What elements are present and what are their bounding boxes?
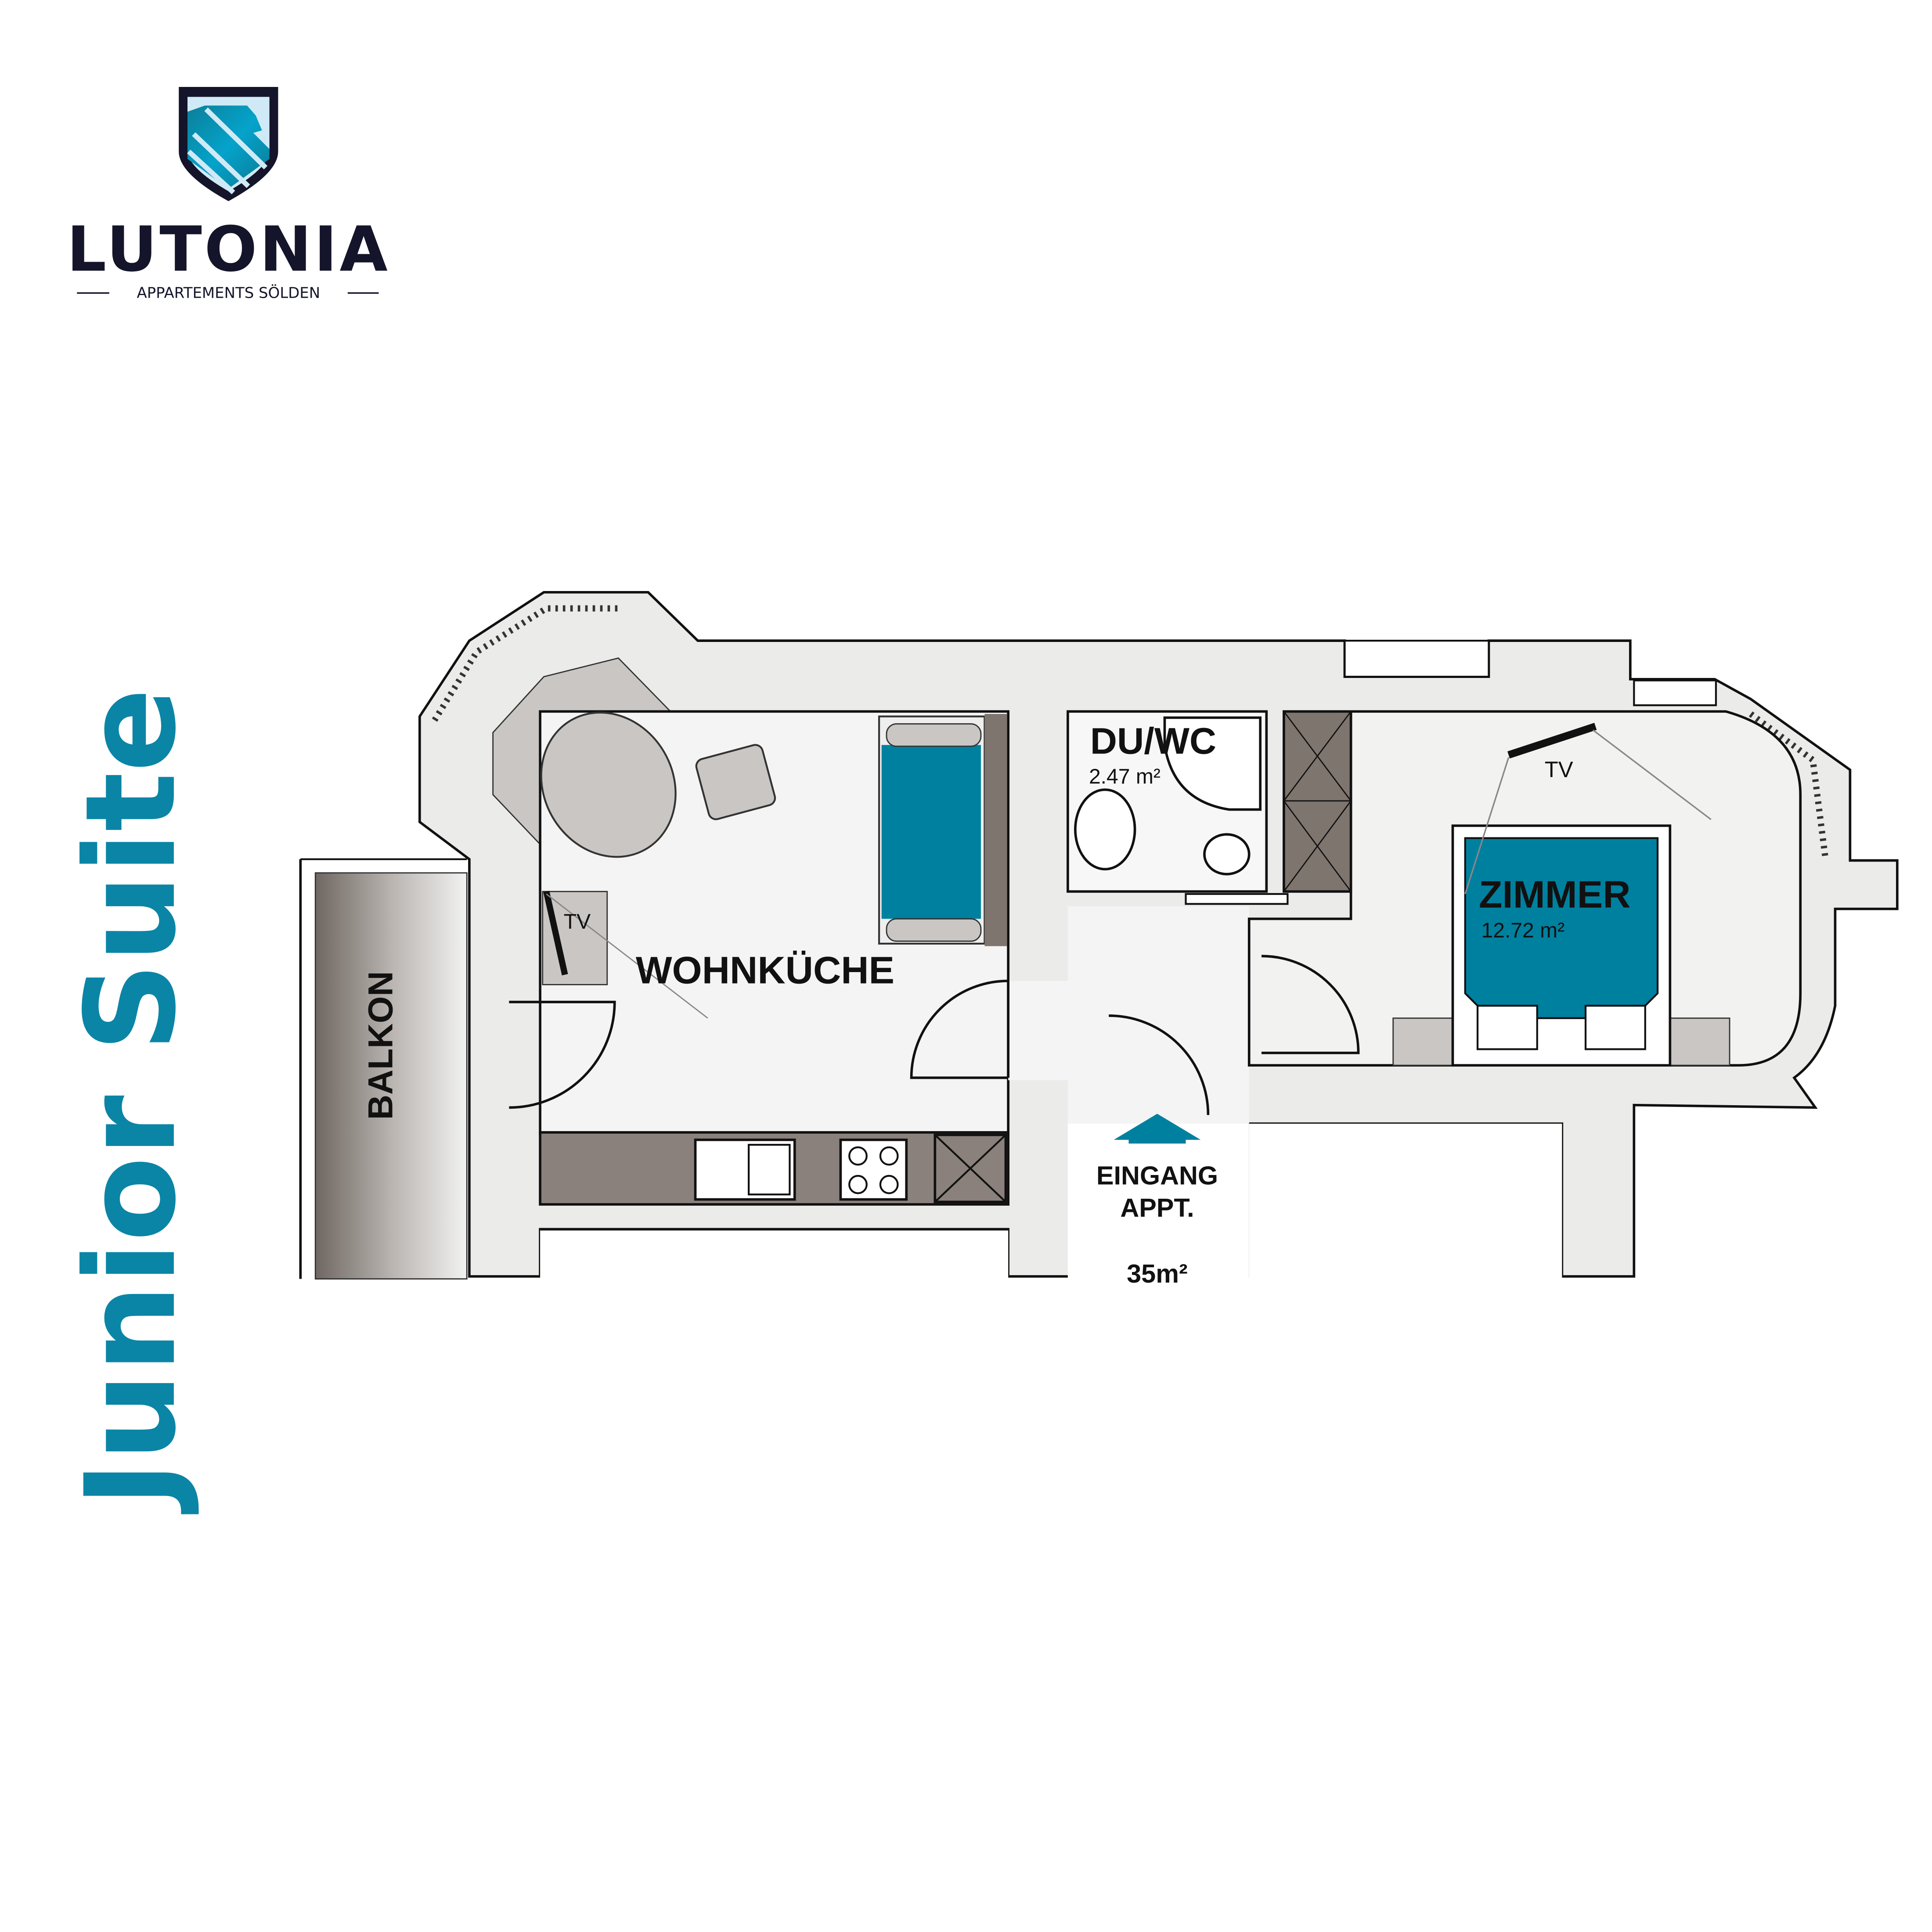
bathroom-area: 2.47 m² [1089, 764, 1161, 788]
balcony-label: BALKON [361, 971, 400, 1120]
total-area: 35m² [1127, 1259, 1188, 1288]
living-room-label: WOHNKÜCHE [636, 949, 894, 992]
brand-name: LUTONIA [67, 213, 390, 285]
tv-living: TV [542, 890, 708, 1019]
dining-table [540, 711, 677, 858]
bedroom-area: 12.72 m² [1481, 919, 1565, 942]
kitchen-counter [539, 1131, 1009, 1206]
entrance-label-line1: EINGANG [1096, 1161, 1218, 1190]
suite-title: Junior Suite [59, 688, 203, 1515]
brand-tagline: APPARTEMENTS SÖLDEN [137, 284, 321, 302]
tv-label-living: TV [564, 910, 591, 934]
double-bed [1392, 824, 1730, 1067]
chair [695, 744, 776, 820]
balcony: BALKON [299, 858, 468, 1280]
sofa-bed [878, 714, 1007, 946]
bedroom-label: ZIMMER [1479, 873, 1631, 916]
wardrobe [1283, 710, 1352, 893]
shield-icon [179, 87, 278, 202]
bathroom-fixtures [1074, 716, 1289, 905]
tv-bedroom: TV [1464, 723, 1712, 894]
entrance-label-line2: APPT. [1120, 1193, 1194, 1222]
tv-label-bedroom: TV [1545, 757, 1573, 782]
lutonia-logo[interactable]: LUTONIA APPARTEMENTS SÖLDEN [67, 87, 390, 302]
bathroom-label: DU/WC [1090, 720, 1216, 761]
entrance-arrow-icon [1114, 1114, 1201, 1144]
doors [509, 955, 1360, 1115]
